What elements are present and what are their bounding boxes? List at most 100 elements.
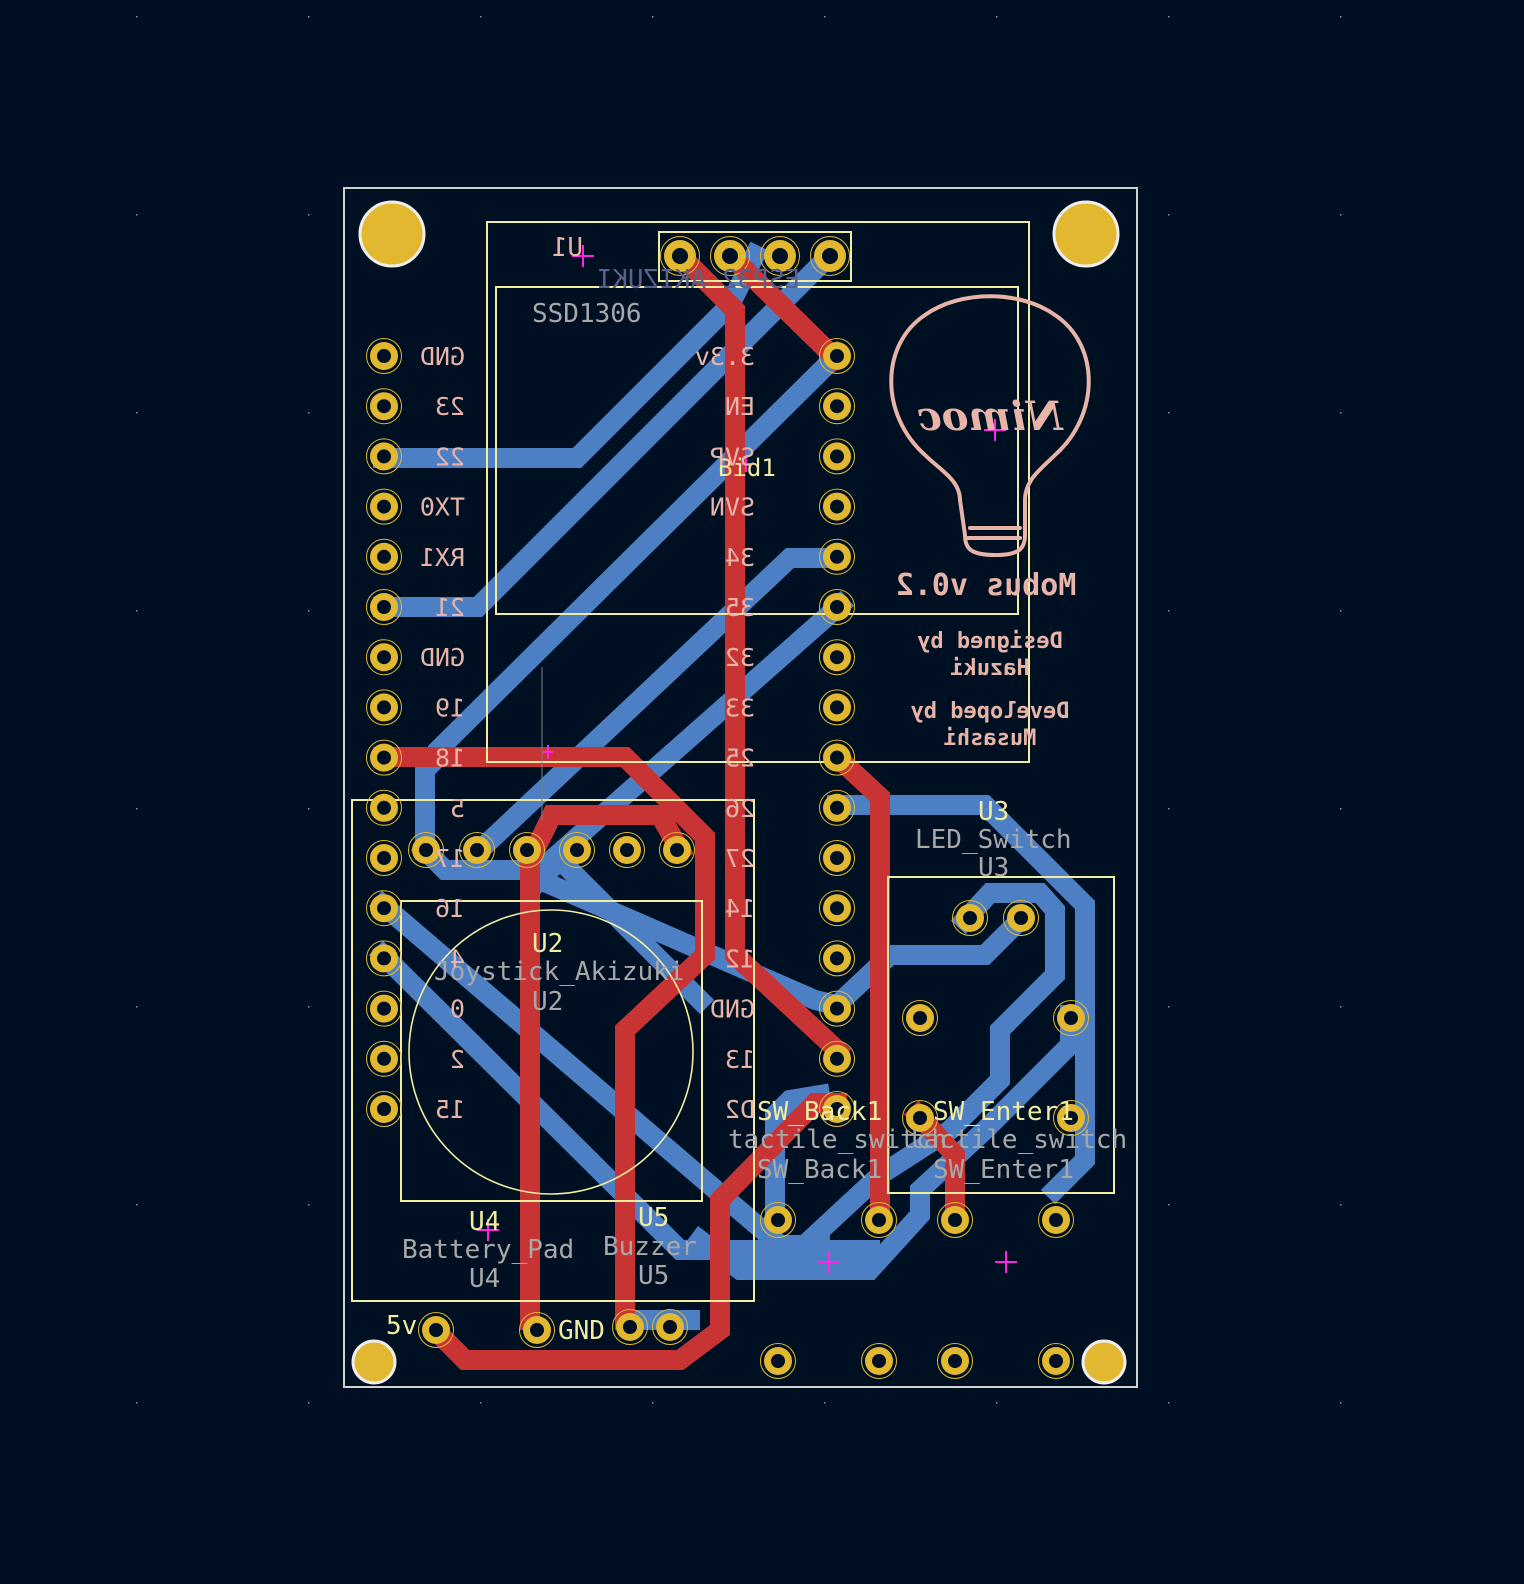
u3-ref: U3 xyxy=(978,797,1009,827)
pad-left-header xyxy=(366,840,402,876)
pad-led-switch xyxy=(1003,900,1039,936)
u2-outline xyxy=(400,900,703,1202)
pad-left-header xyxy=(366,388,402,425)
left-header-label: 16 xyxy=(435,894,465,923)
pad-joystick xyxy=(659,832,695,868)
pad-led-switch xyxy=(1053,1000,1089,1036)
left-header-label: 23 xyxy=(435,392,465,421)
oled-value: SSD1306 xyxy=(532,299,642,329)
pad-left-header xyxy=(366,1040,402,1077)
pad-tactile-switch xyxy=(1038,1343,1074,1379)
right-header-label: SVN xyxy=(710,493,755,522)
u3-outline xyxy=(887,876,1115,1194)
pads-layer xyxy=(366,236,1089,1379)
sw-back-ref-fab: SW_Back1 xyxy=(757,1155,882,1185)
pad-tactile-switch xyxy=(937,1202,973,1238)
pad-right-header xyxy=(819,488,855,525)
u2-ref-fab: U2 xyxy=(532,987,563,1017)
pad-tactile-switch xyxy=(861,1343,897,1379)
pad-right-header xyxy=(819,388,855,425)
joystick-circle xyxy=(408,909,694,1195)
pad-right-header xyxy=(819,940,855,977)
trace-b xyxy=(822,905,1035,1020)
logo-text: Nimoc xyxy=(917,393,1064,440)
pad-oled-header xyxy=(660,236,700,276)
right-header-label: 13 xyxy=(725,1045,755,1074)
mounting-holes xyxy=(351,200,1127,1385)
trace-f xyxy=(373,747,715,1330)
left-header-label: 2 xyxy=(450,1045,465,1074)
trace-f xyxy=(520,805,694,1330)
right-header-label: D2 xyxy=(725,1095,755,1124)
pad-right-header xyxy=(819,689,855,726)
right-header-label: EN xyxy=(725,392,755,421)
left-header-label: GND xyxy=(420,342,465,371)
mounting-hole xyxy=(358,200,426,268)
u3-ref-fab: U3 xyxy=(978,853,1009,883)
mounting-hole xyxy=(1052,200,1120,268)
lightbulb-logo: Nimoc xyxy=(889,294,1091,558)
u2-value: Joystick_Akizuki xyxy=(434,957,684,987)
pad-left-header xyxy=(366,639,402,676)
grid-dots xyxy=(136,16,1342,1404)
pad-left-header xyxy=(366,890,402,927)
labels-layer: U1 ESP32_AKIZUKI SSD1306 Bid1 Mobus v0.2… xyxy=(386,233,1127,1346)
pad-tactile-switch xyxy=(760,1343,796,1379)
pad-tactile-switch xyxy=(1038,1202,1074,1238)
label-gnd: GND xyxy=(558,1316,605,1346)
trace-b xyxy=(765,1083,832,1220)
mounting-hole xyxy=(1081,1339,1127,1385)
right-header-label: 33 xyxy=(725,693,755,722)
trace-b xyxy=(795,883,1065,1255)
pad-joystick xyxy=(609,832,645,868)
pad-left-header xyxy=(366,338,402,374)
designed-by-label: Designed by xyxy=(917,629,1063,654)
pad-right-header xyxy=(819,589,855,625)
left-header-label: 5 xyxy=(450,794,465,823)
u5-ref: U5 xyxy=(638,1203,669,1233)
pad-left-header xyxy=(366,739,402,776)
pad-joystick xyxy=(509,832,545,868)
sw-back-value: tactile_switch xyxy=(728,1125,947,1155)
trace-f xyxy=(903,1100,965,1225)
trace-f xyxy=(425,1093,847,1370)
pad-oled-header xyxy=(760,236,800,276)
left-header-label: TX0 xyxy=(420,493,465,522)
anchor-markers xyxy=(477,245,1017,1273)
pad-right-header xyxy=(819,739,855,776)
u5-ref-fab: U5 xyxy=(638,1261,669,1291)
left-header-label: 0 xyxy=(450,995,465,1024)
pad-left-header xyxy=(366,789,402,826)
left-header-label: 19 xyxy=(435,693,465,722)
u3-value: LED_Switch xyxy=(915,825,1072,855)
oled-header-outline xyxy=(658,231,852,282)
trace-b xyxy=(827,795,1095,1205)
oled-outline xyxy=(495,286,1019,615)
sw-back-ref: SW_Back1 xyxy=(757,1097,882,1127)
pad-left-header xyxy=(366,1091,402,1127)
sw-enter-ref: SW_Enter1 xyxy=(933,1097,1074,1127)
pad-right-header xyxy=(819,789,855,826)
trace-f xyxy=(822,742,890,1220)
left-header-label: 15 xyxy=(435,1095,465,1124)
u5-value: Buzzer xyxy=(603,1232,697,1262)
u4-ref-fab: U4 xyxy=(469,1264,500,1294)
right-header-label: 25 xyxy=(725,744,755,773)
u2-ref: U2 xyxy=(532,929,563,959)
pad-right-header xyxy=(819,338,855,374)
pad-led-switch xyxy=(902,1100,938,1136)
pad-left-header xyxy=(366,438,402,475)
u1-ref: U1 xyxy=(552,233,583,263)
pad-buzzer xyxy=(652,1309,688,1345)
pad-right-header xyxy=(819,1040,855,1077)
pad-joystick xyxy=(559,832,595,868)
left-header-label: GND xyxy=(420,643,465,672)
pad-left-header xyxy=(366,589,402,625)
trace-b xyxy=(686,1005,1080,1280)
right-header-label: 14 xyxy=(725,894,755,923)
front-copper-layer xyxy=(373,240,965,1370)
left-header-label: 18 xyxy=(435,744,465,773)
pad-right-header xyxy=(819,990,855,1027)
